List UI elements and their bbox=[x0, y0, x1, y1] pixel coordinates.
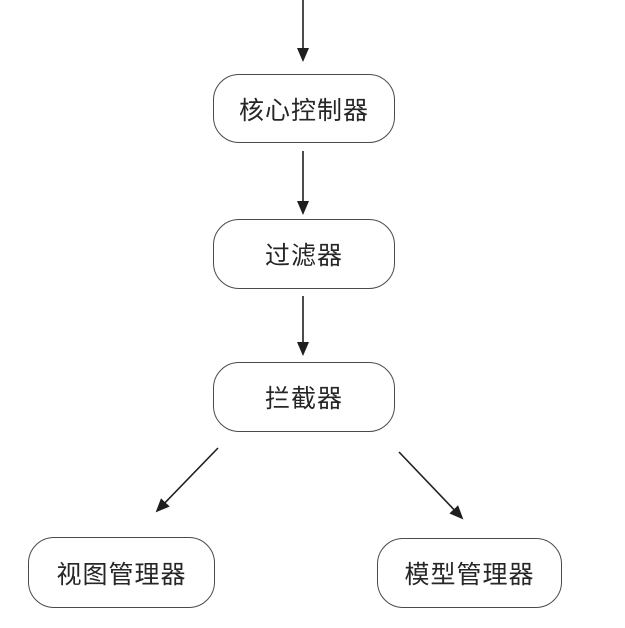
node-core-controller: 核心控制器 bbox=[213, 74, 395, 143]
node-view-manager-label: 视图管理器 bbox=[56, 561, 187, 589]
node-filter: 过滤器 bbox=[213, 219, 395, 289]
node-model-manager-label: 模型管理器 bbox=[404, 562, 535, 589]
node-filter-label: 过滤器 bbox=[264, 243, 343, 270]
node-interceptor: 拦截器 bbox=[213, 362, 395, 432]
node-core-controller-label: 核心控制器 bbox=[238, 97, 369, 125]
node-interceptor-label: 拦截器 bbox=[264, 386, 343, 413]
node-model-manager: 模型管理器 bbox=[377, 538, 562, 608]
arrow-interceptor-to-view-manager bbox=[155, 447, 219, 513]
node-view-manager: 视图管理器 bbox=[28, 537, 215, 608]
arrow-interceptor-to-model-manager bbox=[398, 451, 464, 520]
